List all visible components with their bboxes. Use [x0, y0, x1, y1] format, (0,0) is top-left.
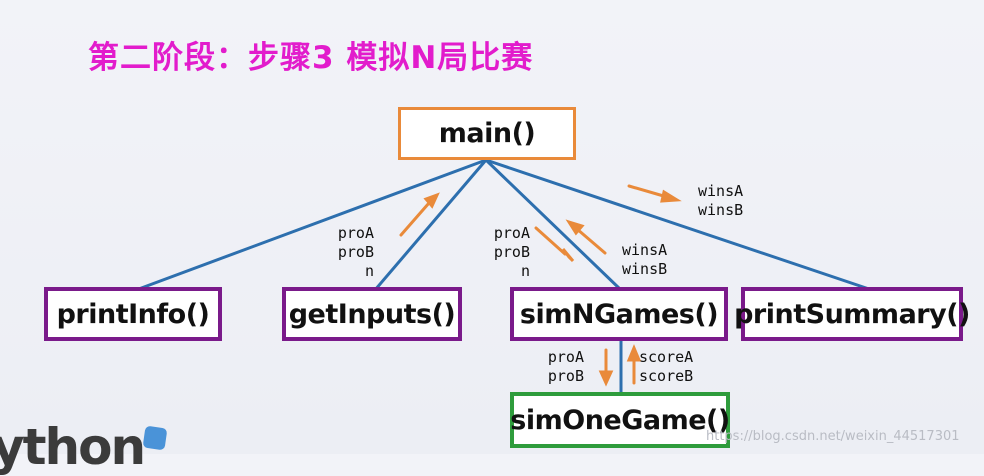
edge-main-printsummary — [484, 158, 874, 292]
label-getinputs-return: proA proB n — [337, 224, 374, 280]
edge-main-simngames — [484, 158, 623, 292]
diagram-edges — [134, 158, 874, 397]
arrow-simngames-args — [534, 226, 567, 256]
label-simngames-return: winsA winsB — [622, 241, 668, 278]
arrow-getinputs-return-head — [423, 192, 440, 209]
label-simonegame-return: scoreA scoreB — [639, 348, 694, 385]
arrow-simngames-args-head — [561, 248, 575, 263]
edge-main-getinputs — [373, 158, 488, 292]
arrow-simngames-return — [575, 227, 607, 255]
arrow-simonegame-return-head — [626, 344, 642, 362]
watermark: https://blog.csdn.net/weixin_44517301 — [706, 429, 960, 444]
label-simngames-args: proA proB n — [493, 224, 530, 280]
node-printinfo: printInfo() — [44, 287, 222, 341]
node-simngames: simNGames() — [510, 287, 728, 341]
arrow-simonegame-args-head — [598, 370, 614, 387]
arrow-getinputs-return — [399, 201, 431, 237]
slide-title: 第二阶段：步骤3 模拟N局比赛 — [88, 40, 534, 76]
python-logo-icon — [142, 425, 168, 451]
python-logo-text: ython — [0, 418, 146, 476]
node-printsummary: printSummary() — [734, 287, 970, 341]
node-main: main() — [398, 107, 576, 160]
arrow-printsummary-args-head — [660, 189, 682, 203]
node-getinputs: getInputs() — [282, 287, 462, 341]
arrow-simngames-return-head — [565, 219, 585, 236]
label-simonegame-args: proA proB — [547, 348, 584, 385]
label-printsummary-args: winsA winsB — [698, 182, 744, 219]
edge-main-printinfo — [134, 158, 488, 292]
node-simonegame: simOneGame() — [510, 392, 730, 448]
arrow-printsummary-args — [627, 184, 669, 199]
